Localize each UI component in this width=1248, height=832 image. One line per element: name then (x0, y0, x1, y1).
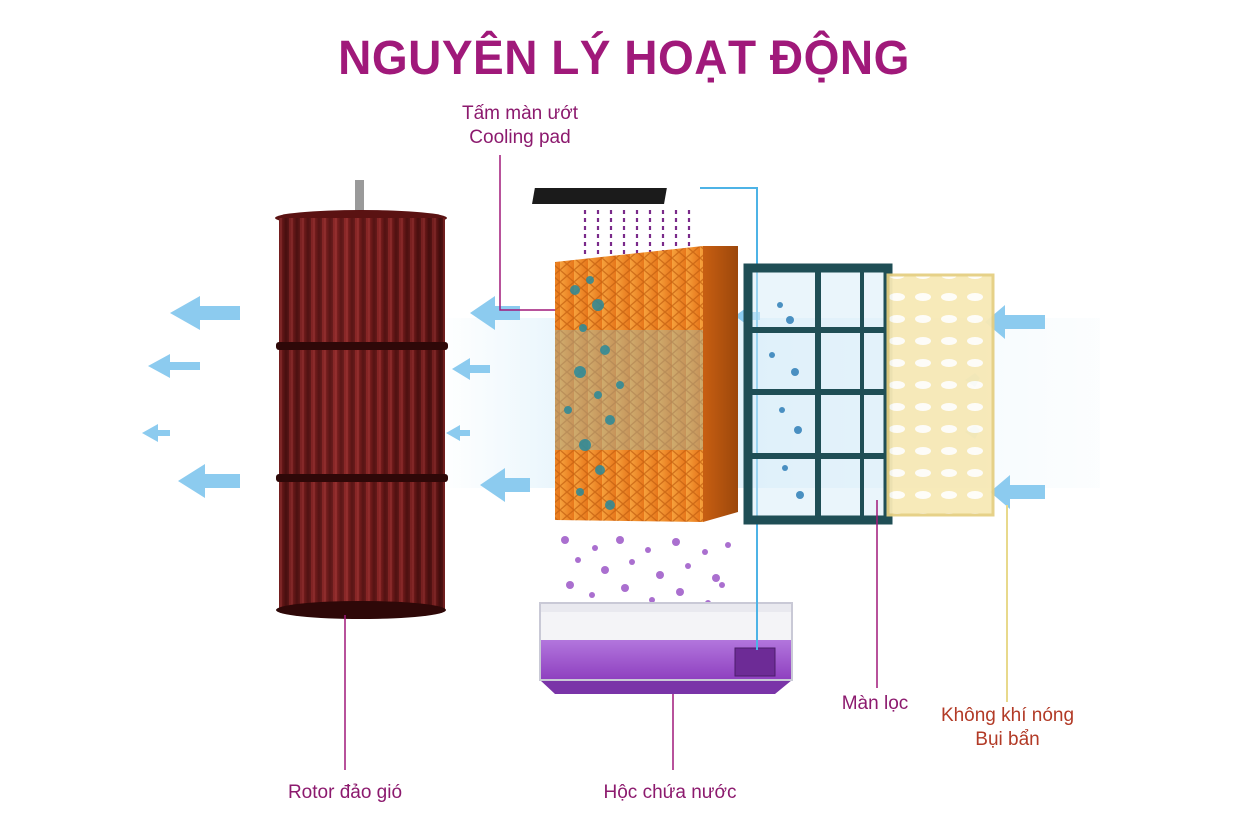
water-tank (539, 602, 793, 694)
cooling-pad-label: Tấm màn ướt Cooling pad (420, 102, 620, 150)
rotor (275, 180, 448, 619)
air-arrow-icon (142, 296, 760, 502)
leader-lines (344, 155, 878, 770)
hot-air-label-line1: Không khí nóng (940, 705, 1075, 726)
cooling-pad-label-vi: Tấm màn ướt (462, 103, 578, 124)
dust-filter (886, 273, 995, 517)
filter-label: Màn lọc (841, 693, 909, 714)
hot-air-label: Không khí nóng Bụi bẩn (915, 704, 1100, 752)
page-title: NGUYÊN LÝ HOẠT ĐỘNG (338, 29, 910, 85)
water-distributor (532, 188, 691, 256)
cooling-pad (555, 246, 738, 522)
cooling-pad-label-en: Cooling pad (469, 127, 571, 148)
hot-air-label-line2: Bụi bẩn (975, 729, 1040, 750)
filter-frame (743, 263, 893, 525)
water-drop-icon (561, 536, 731, 606)
water-drop-icon (564, 276, 624, 510)
water-tank-label: Hộc chứa nước (603, 782, 737, 803)
rotor-label: Rotor đảo gió (287, 782, 403, 803)
